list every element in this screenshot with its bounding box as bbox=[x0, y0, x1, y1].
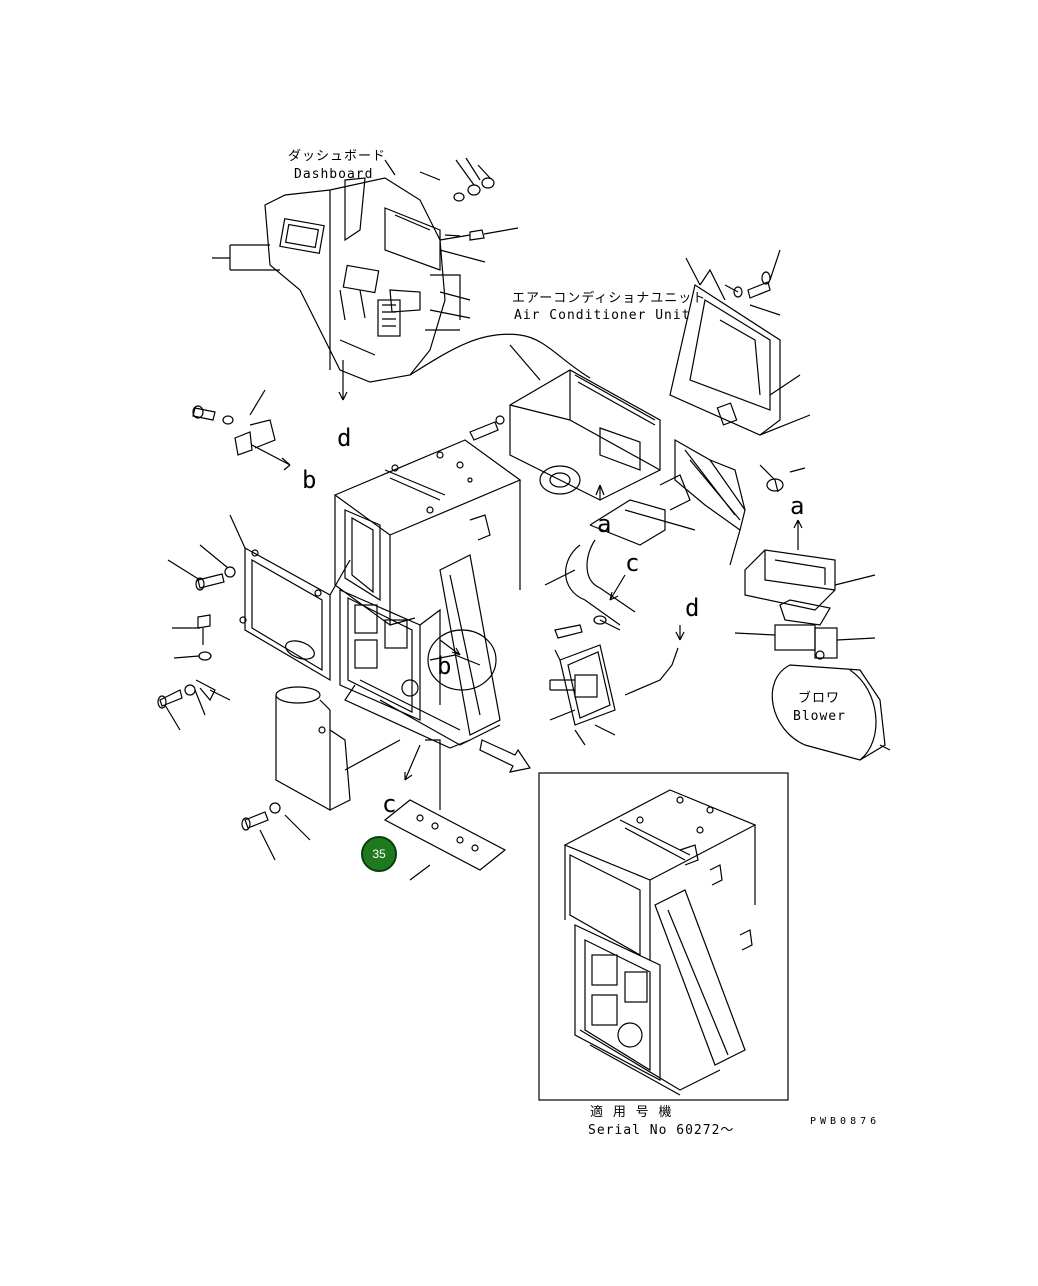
ref-letter-a-top: a bbox=[597, 510, 612, 538]
ref-letter-b-arrow: b bbox=[302, 466, 317, 494]
d-arrow-right bbox=[675, 625, 685, 641]
inset-frame bbox=[538, 772, 789, 1101]
blower-label-en: Blower bbox=[793, 709, 846, 724]
dashboard-label-en: Dashboard bbox=[294, 167, 374, 182]
ref-letter-b-circle: b bbox=[437, 652, 452, 680]
bottom-plate bbox=[344, 739, 507, 881]
ref-letter-d-top: d bbox=[337, 424, 352, 452]
air-conditioner-unit bbox=[469, 369, 696, 639]
blower-label-jp: ブロワ bbox=[798, 691, 841, 706]
drawing-code: PWB0876 bbox=[810, 1116, 881, 1127]
ref-letter-c-top: c bbox=[625, 549, 640, 577]
ac-filter-panel bbox=[674, 438, 746, 566]
bracket-b-parts bbox=[192, 389, 291, 471]
control-panel bbox=[549, 644, 616, 746]
ref-letter-c-bottom: c bbox=[382, 790, 397, 818]
dashboard-label-jp: ダッシュボード bbox=[288, 149, 387, 164]
ref-letter-d-right: d bbox=[685, 594, 700, 622]
dashboard-assembly bbox=[212, 157, 519, 401]
blower-assembly bbox=[734, 519, 891, 761]
serial-label-en: Serial No 60272～ bbox=[588, 1123, 735, 1138]
ref-letter-a-bottom: a bbox=[790, 492, 805, 520]
control-cable bbox=[409, 333, 591, 379]
left-side-panel bbox=[229, 514, 351, 682]
inset-stand-drawing bbox=[563, 789, 757, 1096]
part-callout-35[interactable]: 35 bbox=[361, 836, 397, 872]
left-bolts bbox=[157, 544, 236, 731]
serial-label-jp: 適 用 号 機 bbox=[590, 1105, 673, 1120]
aircon-label-en: Air Conditioner Unit bbox=[514, 308, 691, 323]
main-stand-box bbox=[333, 439, 522, 749]
inset-pointer-arrow bbox=[479, 739, 531, 773]
aircon-label-jp: エアーコンディショナユニット bbox=[512, 291, 707, 306]
lower-duct bbox=[241, 686, 351, 861]
ac-cover-plate bbox=[669, 249, 811, 493]
